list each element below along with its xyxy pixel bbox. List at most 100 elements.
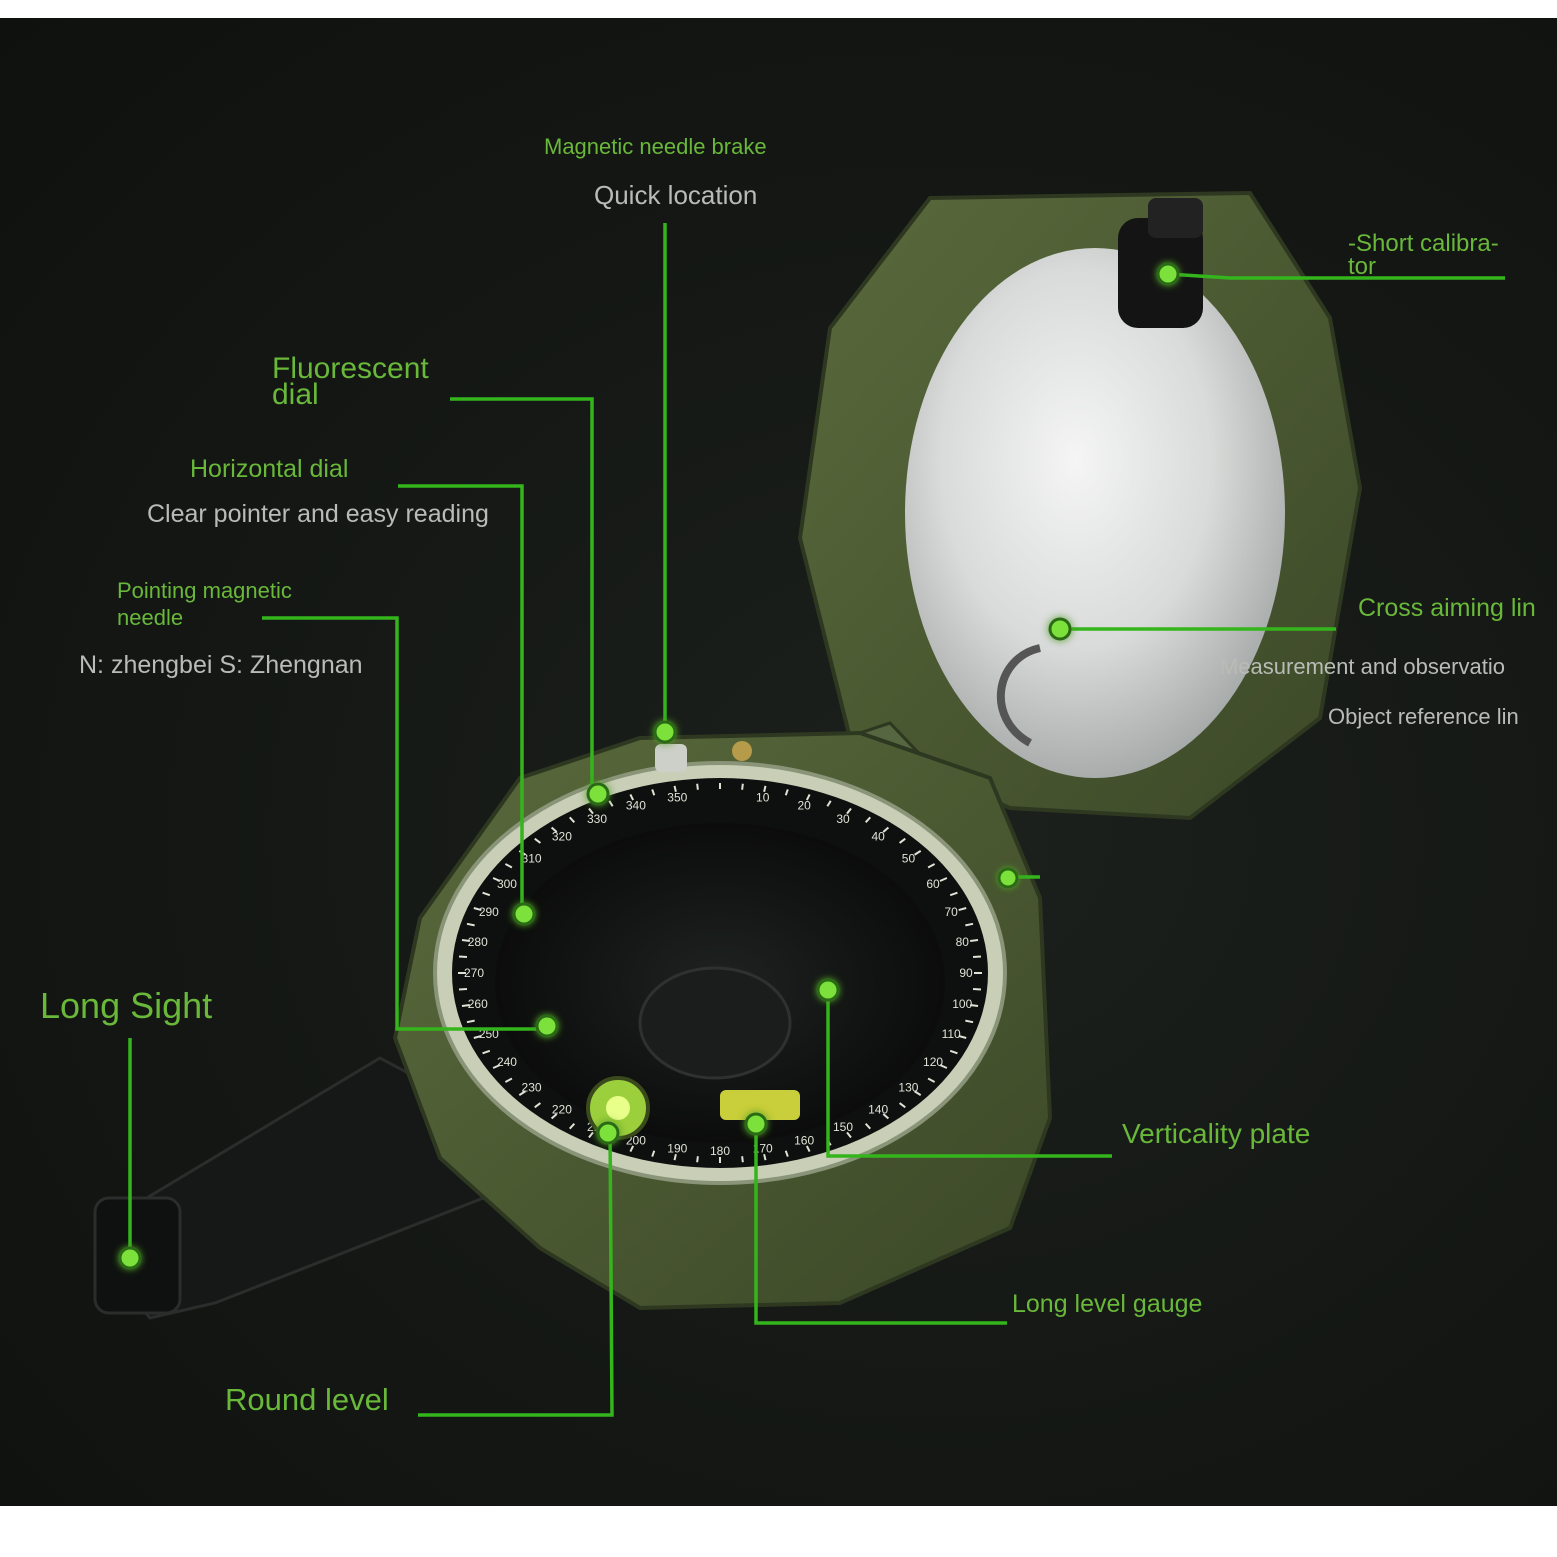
- dial-number: 240: [497, 1055, 517, 1069]
- label-short-calibrator-line1: -Short calibra-: [1348, 230, 1499, 257]
- dial-tick: [466, 922, 475, 927]
- label-round-level: Round level: [225, 1382, 389, 1417]
- dial-tick: [461, 939, 470, 943]
- dial-tick: [784, 789, 789, 796]
- dial-tick: [927, 863, 936, 869]
- dial-number: 150: [833, 1120, 853, 1134]
- dial-number: 330: [587, 812, 607, 826]
- label-fluorescent-dial-line2: dial: [272, 378, 319, 411]
- dial-tick: [805, 1145, 811, 1152]
- dial-tick: [504, 1077, 513, 1083]
- dial-tick: [958, 907, 967, 912]
- dial-tick: [492, 1064, 501, 1069]
- dial-number: 30: [836, 812, 850, 826]
- dial-number: 110: [942, 1027, 961, 1041]
- needle-brake-button: [655, 744, 687, 772]
- label-pointing-magnetic-needle-line1: Pointing magnetic: [117, 578, 292, 603]
- dial-tick: [965, 922, 974, 927]
- label-north-south: N: zhengbei S: Zhengnan: [79, 651, 363, 679]
- dial-number: 290: [479, 905, 499, 919]
- dial-number: 270: [464, 966, 484, 980]
- dial-number: 350: [667, 791, 687, 805]
- dial-tick: [629, 1145, 635, 1152]
- dial-tick: [568, 816, 576, 823]
- dial-tick: [846, 807, 852, 815]
- dial-tick: [846, 1131, 852, 1139]
- dial-number: 60: [926, 877, 940, 891]
- dial-tick: [864, 816, 872, 823]
- dial-number: 50: [902, 852, 916, 866]
- dial-tick: [473, 1034, 482, 1039]
- dial-tick: [629, 794, 635, 801]
- dial-tick: [482, 891, 491, 897]
- dial-tick: [970, 1003, 979, 1007]
- dial-tick: [784, 1150, 789, 1157]
- leader-lines: [128, 223, 1505, 1417]
- dial-tick: [882, 826, 890, 833]
- label-cross-aiming-line: Cross aiming lin: [1358, 594, 1536, 622]
- dial-number: 260: [468, 997, 488, 1011]
- dial-tick: [972, 988, 982, 991]
- dial-tick: [741, 1156, 744, 1163]
- dial-tick: [568, 1123, 576, 1130]
- dial-tick: [970, 939, 979, 943]
- label-measurement-observation: Measurement and observatio: [1220, 654, 1505, 679]
- dial-tick: [914, 1090, 922, 1096]
- dial-tick: [949, 891, 958, 897]
- dial-tick: [741, 783, 744, 790]
- dial-tick: [899, 1102, 906, 1109]
- dial-tick: [466, 1019, 475, 1024]
- label-horizontal-dial: Horizontal dial: [190, 455, 349, 483]
- dial-tick: [965, 1019, 974, 1024]
- label-short-calibrator-line2: tor: [1348, 253, 1377, 280]
- dial-number: 220: [552, 1102, 572, 1116]
- compass-lid: [797, 190, 1363, 821]
- label-short-calibrator: -Short calibra- tor: [1348, 230, 1499, 280]
- mirror: [905, 248, 1285, 778]
- dial-tick: [550, 1113, 558, 1120]
- dial-tick: [588, 807, 594, 815]
- dial-number: 280: [468, 935, 488, 949]
- dial-number: 10: [756, 791, 770, 805]
- callout-dots: [118, 262, 1180, 1270]
- dial-number: 190: [667, 1141, 687, 1155]
- dial-number: 180: [710, 1144, 730, 1158]
- dial-tick: [805, 794, 811, 801]
- long-level-gauge-vial: [720, 1090, 800, 1120]
- dial-number: 300: [497, 877, 517, 891]
- dial-number: 90: [959, 966, 973, 980]
- compass-dial: 1020304050607080901001101201301401501601…: [433, 741, 1007, 1185]
- dial-number: 70: [944, 905, 958, 919]
- dial-tick: [763, 1153, 767, 1161]
- dial-tick: [958, 1034, 967, 1039]
- label-quick-location: Quick location: [594, 180, 758, 210]
- dial-tick: [972, 955, 982, 958]
- dial-tick: [939, 1064, 948, 1069]
- label-clear-pointer: Clear pointer and easy reading: [147, 500, 489, 528]
- dial-tick: [651, 789, 656, 796]
- dial-tick: [914, 850, 922, 856]
- label-pointing-magnetic-needle: Pointing magnetic needle: [117, 577, 292, 631]
- label-fluorescent-dial-line1: Fluorescent: [272, 352, 429, 385]
- dial-tick: [673, 1153, 677, 1161]
- dial-number: 320: [552, 830, 572, 844]
- dial-number: 340: [626, 799, 646, 813]
- label-object-reference-line: Object reference lin: [1328, 704, 1519, 729]
- dial-number: 40: [871, 830, 885, 844]
- dial-number: 100: [952, 997, 972, 1011]
- dial-tick: [927, 1077, 936, 1083]
- dial-tick: [588, 1131, 594, 1139]
- label-fluorescent-dial: Fluorescent dial: [272, 352, 429, 411]
- dial-number: 160: [794, 1133, 814, 1147]
- label-long-level-gauge: Long level gauge: [1012, 1290, 1203, 1318]
- dial-tick: [882, 1113, 890, 1120]
- compass-illustration: 1020304050607080901001101201301401501601…: [93, 190, 1505, 1417]
- dial-number: 80: [956, 935, 970, 949]
- dial-tick: [458, 955, 468, 958]
- dial-tick: [864, 1123, 872, 1130]
- dial-tick: [826, 800, 832, 807]
- dial-tick: [696, 1156, 699, 1163]
- dial-tick: [534, 1102, 541, 1109]
